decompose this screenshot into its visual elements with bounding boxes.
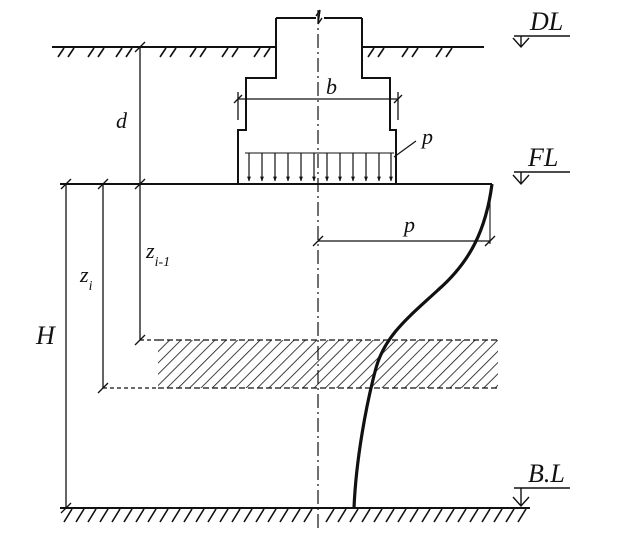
layer-bottom-depth-dimension xyxy=(97,178,158,394)
footing-outline xyxy=(237,17,397,184)
soil-layer-hatch xyxy=(158,340,498,388)
bottom-level-hatch xyxy=(63,508,527,523)
footing-width-label: b xyxy=(326,74,337,99)
curve-pressure-label: p xyxy=(402,212,415,237)
column-break-mark xyxy=(315,9,323,25)
stress-curve xyxy=(352,183,494,509)
foundation-level-marker xyxy=(512,171,570,186)
bottom-level-marker xyxy=(512,487,570,508)
thickness-label: H xyxy=(35,321,56,350)
footing-width-dimension xyxy=(233,92,403,120)
pressure-leader xyxy=(393,140,417,158)
depth-label: d xyxy=(116,108,128,133)
layer-top-depth-dimension xyxy=(134,184,158,346)
ground-surface-hatch xyxy=(57,47,453,58)
datum-level-marker xyxy=(512,35,570,49)
datum-level-label: DL xyxy=(529,7,563,36)
depth-dimension xyxy=(134,41,146,190)
pressure-load-label: p xyxy=(420,124,433,149)
bottom-level-label: B.L xyxy=(528,459,565,488)
thickness-dimension xyxy=(60,178,72,514)
layer-top-depth-label: zi-1 xyxy=(145,238,170,270)
pressure-arrows xyxy=(247,153,393,182)
curve-pressure-dimension xyxy=(312,190,496,247)
layer-bottom-depth-label: zi xyxy=(79,262,93,294)
foundation-level-label: FL xyxy=(527,143,558,172)
